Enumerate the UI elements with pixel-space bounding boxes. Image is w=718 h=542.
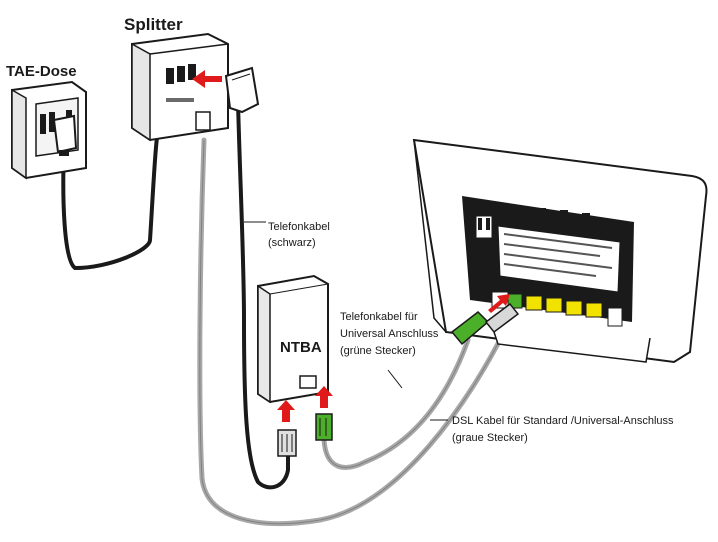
telefonkabel-label-1: Telefonkabel bbox=[268, 221, 330, 233]
splitter-label: Splitter bbox=[124, 15, 183, 34]
splitter-red-arrow bbox=[192, 70, 222, 88]
telefonkabel-label-2: (schwarz) bbox=[268, 237, 316, 249]
splitter bbox=[131, 32, 229, 142]
grey-universal-cable bbox=[321, 337, 471, 470]
black-telefonkabel bbox=[236, 100, 290, 490]
router bbox=[412, 138, 708, 364]
splitter-plug bbox=[224, 66, 260, 114]
dsl-kabel-label-2: (graue Stecker) bbox=[452, 432, 528, 444]
tae-to-splitter-cable bbox=[61, 136, 159, 271]
telefonkabel-universal-label-3: (grüne Stecker) bbox=[340, 345, 416, 357]
dsl-kabel-label-1: DSL Kabel für Standard /Universal-Anschl… bbox=[452, 415, 674, 427]
router-grey-plug bbox=[484, 302, 520, 334]
tae-dose bbox=[11, 80, 87, 180]
ntba-grey-plug bbox=[277, 429, 297, 457]
telefonkabel-universal-label-1: Telefonkabel für bbox=[340, 311, 418, 323]
ntba-red-arrow-left bbox=[277, 400, 295, 422]
ntba-red-arrow-right bbox=[315, 386, 333, 408]
ntba-green-plug bbox=[315, 413, 333, 441]
telefonkabel-universal-label-2: Universal Anschluss bbox=[340, 328, 439, 340]
router-red-arrow bbox=[488, 294, 510, 313]
leader-universal bbox=[387, 369, 403, 389]
tae-dose-label: TAE-Dose bbox=[6, 63, 77, 80]
ntba-label: NTBA bbox=[280, 339, 322, 356]
